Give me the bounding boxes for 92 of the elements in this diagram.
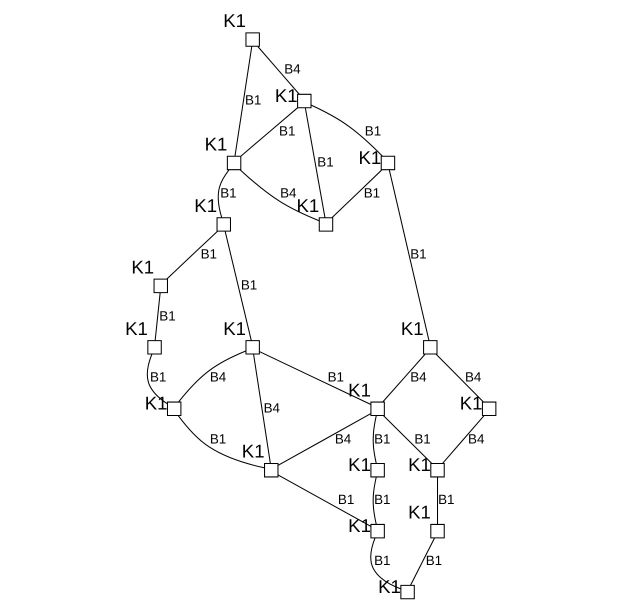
node-box bbox=[146, 340, 162, 355]
connector bbox=[372, 416, 376, 464]
connector bbox=[239, 169, 319, 222]
edge-label: B4 bbox=[280, 185, 296, 200]
connector bbox=[217, 170, 229, 218]
edge-label: B1 bbox=[200, 246, 216, 262]
node-box bbox=[296, 94, 312, 108]
edge-label: B1 bbox=[316, 154, 334, 170]
connector bbox=[166, 230, 218, 280]
connector bbox=[234, 46, 252, 156]
node-box bbox=[370, 524, 384, 538]
node-label: K1 bbox=[348, 454, 370, 476]
node-label: K1 bbox=[241, 440, 264, 462]
connector bbox=[331, 170, 382, 218]
edge-label: B1 bbox=[244, 92, 261, 108]
connector bbox=[410, 538, 434, 586]
node-box bbox=[216, 217, 230, 232]
node-box bbox=[244, 32, 260, 47]
node-box bbox=[481, 402, 496, 416]
node-box bbox=[226, 156, 241, 170]
edge-label: B4 bbox=[334, 431, 351, 446]
edge-label: B4 bbox=[410, 369, 426, 384]
node-label: K1 bbox=[358, 146, 381, 168]
node-label: K1 bbox=[408, 502, 430, 523]
connector bbox=[310, 104, 382, 157]
edge-label: B4 bbox=[263, 400, 280, 416]
connector bbox=[178, 350, 246, 402]
edge-label: B4 bbox=[209, 369, 226, 384]
connector bbox=[388, 170, 429, 340]
node-label: K1 bbox=[144, 392, 167, 414]
connector bbox=[224, 231, 252, 341]
edge-label: B1 bbox=[364, 124, 381, 139]
node-box bbox=[370, 402, 384, 416]
connector bbox=[258, 351, 371, 405]
connector bbox=[146, 354, 167, 404]
node-label: K1 bbox=[348, 515, 370, 536]
edge-label: B1 bbox=[414, 431, 430, 446]
connector bbox=[382, 415, 432, 464]
node-label: K1 bbox=[124, 318, 148, 339]
edge-label: B1 bbox=[220, 185, 236, 200]
connector bbox=[252, 354, 270, 464]
edge-label: B1 bbox=[158, 308, 176, 324]
connector bbox=[154, 292, 160, 340]
edge-label: B1 bbox=[337, 492, 354, 508]
edge-label: B1 bbox=[374, 431, 390, 446]
connector bbox=[442, 415, 484, 464]
edge-label: B1 bbox=[149, 369, 166, 384]
edge-label: B4 bbox=[284, 62, 300, 77]
node-box bbox=[430, 462, 444, 478]
connector bbox=[277, 474, 370, 527]
connector bbox=[240, 107, 298, 156]
node-box bbox=[370, 462, 384, 478]
node-label: K1 bbox=[204, 133, 227, 154]
connector bbox=[177, 415, 264, 468]
edge-label: B1 bbox=[410, 246, 426, 262]
edge-label: B1 bbox=[209, 431, 226, 446]
connector bbox=[382, 354, 425, 402]
node-label: K1 bbox=[222, 318, 246, 339]
node-label: K1 bbox=[408, 454, 430, 476]
connector bbox=[304, 108, 325, 218]
node-label: K1 bbox=[130, 256, 154, 278]
edge-label: B1 bbox=[363, 185, 380, 200]
node-label: K1 bbox=[459, 392, 482, 414]
edge-label: B1 bbox=[278, 124, 295, 139]
node-label: K1 bbox=[222, 10, 246, 32]
node-label: K1 bbox=[194, 194, 217, 216]
edge-label: B1 bbox=[438, 492, 454, 508]
node-box bbox=[430, 524, 444, 538]
node-box bbox=[153, 278, 168, 294]
node-label: K1 bbox=[274, 84, 298, 106]
edge-label: B1 bbox=[374, 553, 390, 568]
node-box bbox=[422, 340, 438, 355]
edge-label: B1 bbox=[425, 553, 442, 568]
node-label: K1 bbox=[400, 318, 424, 339]
node-box bbox=[400, 584, 414, 600]
node-box bbox=[318, 217, 333, 232]
edge-label: B4 bbox=[468, 431, 484, 446]
node-label: K1 bbox=[348, 379, 370, 400]
node-box bbox=[244, 340, 260, 355]
edge-label: B1 bbox=[240, 277, 257, 292]
connector bbox=[436, 477, 438, 524]
node-box bbox=[166, 402, 181, 416]
connector bbox=[277, 413, 370, 466]
connector bbox=[372, 476, 376, 524]
node-box bbox=[264, 462, 278, 478]
connector bbox=[256, 46, 300, 94]
connector bbox=[435, 354, 484, 402]
edge-label: B1 bbox=[327, 369, 344, 384]
edge-label: B4 bbox=[464, 369, 481, 384]
edge-label: B1 bbox=[374, 492, 390, 508]
node-label: K1 bbox=[296, 194, 319, 216]
node-box bbox=[380, 156, 395, 170]
